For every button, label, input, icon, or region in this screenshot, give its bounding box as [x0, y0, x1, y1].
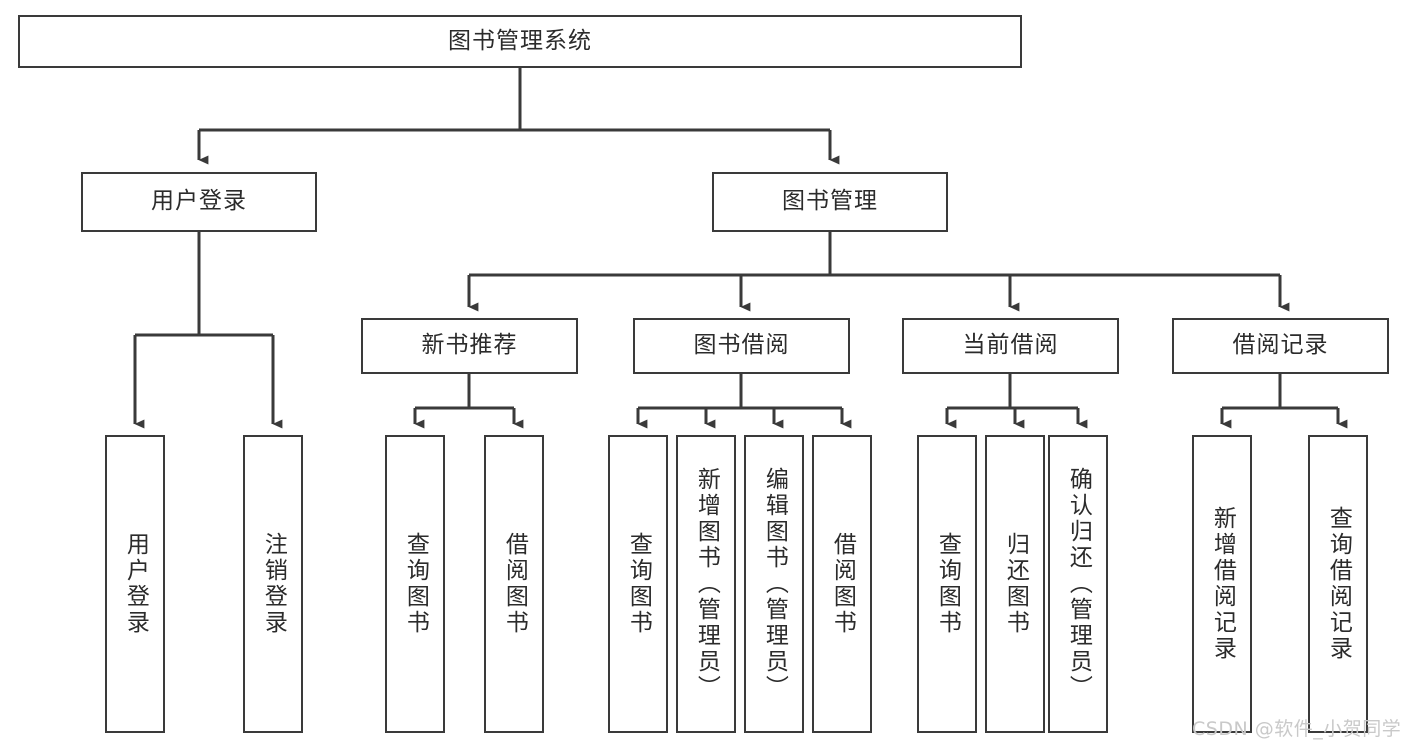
node-leaf-user-login-label: 用户登录 — [122, 532, 149, 636]
node-leaf-query-book-2-label: 查询图书 — [625, 532, 652, 636]
node-leaf-borrow-book-2-label: 借阅图书 — [829, 532, 856, 636]
node-leaf-query-book-1[interactable]: 查询图书 — [385, 435, 445, 733]
node-leaf-borrow-book-1[interactable]: 借阅图书 — [484, 435, 544, 733]
node-new-book-recommend[interactable]: 新书推荐 — [361, 318, 578, 374]
node-root[interactable]: 图书管理系统 — [18, 15, 1022, 68]
node-root-label: 图书管理系统 — [448, 27, 592, 54]
node-current-borrow[interactable]: 当前借阅 — [902, 318, 1119, 374]
node-leaf-add-record[interactable]: 新增借阅记录 — [1192, 435, 1252, 733]
node-leaf-edit-book-label: 编辑图书（管理员） — [761, 467, 788, 701]
node-leaf-borrow-book-1-label: 借阅图书 — [501, 532, 528, 636]
node-leaf-query-record[interactable]: 查询借阅记录 — [1308, 435, 1368, 733]
csdn-watermark: CSDN @软件_小贺同学 — [1192, 718, 1402, 740]
node-user-login[interactable]: 用户登录 — [81, 172, 317, 232]
node-leaf-add-record-label: 新增借阅记录 — [1209, 506, 1236, 662]
node-book-manage-label: 图书管理 — [782, 188, 878, 215]
node-leaf-edit-book[interactable]: 编辑图书（管理员） — [744, 435, 804, 733]
node-leaf-add-book[interactable]: 新增图书（管理员） — [676, 435, 736, 733]
node-user-login-label: 用户登录 — [151, 188, 247, 215]
node-leaf-logout[interactable]: 注销登录 — [243, 435, 303, 733]
node-leaf-query-book-3-label: 查询图书 — [934, 532, 961, 636]
node-new-book-recommend-label: 新书推荐 — [421, 332, 518, 359]
node-book-borrow-label: 图书借阅 — [693, 332, 790, 359]
node-leaf-query-book-3[interactable]: 查询图书 — [917, 435, 977, 733]
node-leaf-confirm-return-label: 确认归还（管理员） — [1065, 467, 1092, 701]
node-book-manage[interactable]: 图书管理 — [712, 172, 948, 232]
node-leaf-query-book-1-label: 查询图书 — [402, 532, 429, 636]
node-leaf-logout-label: 注销登录 — [260, 532, 287, 636]
node-leaf-query-record-label: 查询借阅记录 — [1325, 506, 1352, 662]
node-leaf-borrow-book-2[interactable]: 借阅图书 — [812, 435, 872, 733]
node-borrow-record[interactable]: 借阅记录 — [1172, 318, 1389, 374]
node-book-borrow[interactable]: 图书借阅 — [633, 318, 850, 374]
node-leaf-add-book-label: 新增图书（管理员） — [693, 467, 720, 701]
node-borrow-record-label: 借阅记录 — [1232, 332, 1329, 359]
node-leaf-user-login[interactable]: 用户登录 — [105, 435, 165, 733]
node-current-borrow-label: 当前借阅 — [962, 332, 1059, 359]
node-leaf-return-book-label: 归还图书 — [1002, 532, 1029, 636]
node-leaf-confirm-return[interactable]: 确认归还（管理员） — [1048, 435, 1108, 733]
node-leaf-query-book-2[interactable]: 查询图书 — [608, 435, 668, 733]
node-leaf-return-book[interactable]: 归还图书 — [985, 435, 1045, 733]
